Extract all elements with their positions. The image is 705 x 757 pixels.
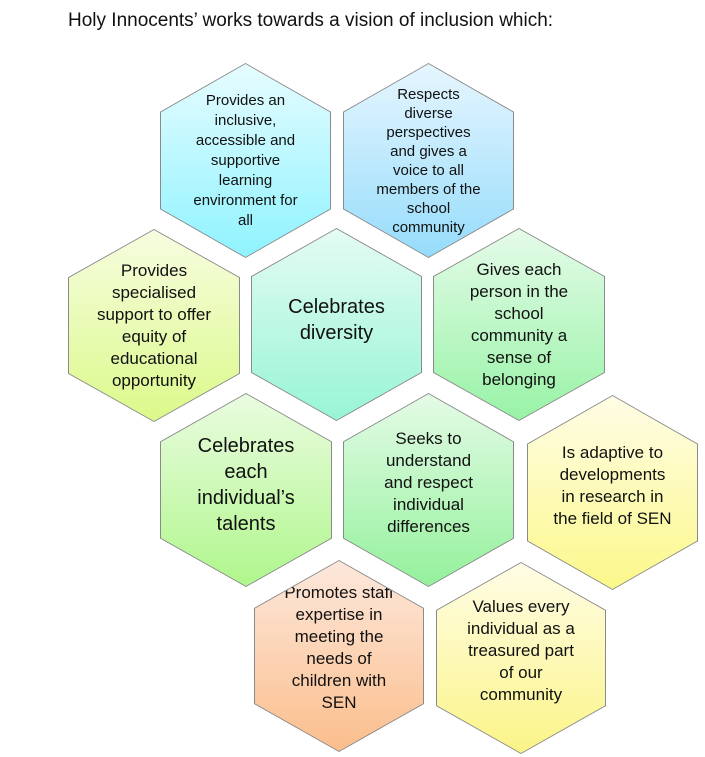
hexagon-text: Is adaptive to developments in research … — [553, 442, 672, 528]
hexagon-celebrates-diversity: Celebrates diversity — [251, 228, 422, 421]
hexagon-text: Celebrates each individual’s talents — [197, 435, 295, 535]
hexagon-text: Provides specialised support to offer eq… — [96, 260, 212, 390]
hexagon-individual-talents: Celebrates each individual’s talents — [160, 393, 332, 587]
hexagon-inclusive-environment: Provides an inclusive, accessible and su… — [160, 63, 331, 258]
hexagon-staff-expertise: Promotes staff expertise in meeting the … — [254, 560, 424, 752]
hexagon-text: Provides an inclusive, accessible and su… — [193, 91, 298, 229]
hexagon-individual-differences: Seeks to understand and respect individu… — [343, 393, 514, 587]
hexagon-text: Values every individual as a treasured p… — [467, 597, 575, 704]
hexagon-adaptive-research: Is adaptive to developments in research … — [527, 395, 698, 590]
hexagon-text: Celebrates diversity — [288, 295, 385, 344]
hexagon-text: Gives each person in the school communit… — [469, 259, 569, 389]
hexagon-specialised-support: Provides specialised support to offer eq… — [68, 229, 240, 422]
hexagon-values-every-individual: Values every individual as a treasured p… — [436, 562, 606, 754]
hexagon-text: Seeks to understand and respect individu… — [384, 429, 473, 536]
hexagon-sense-of-belonging: Gives each person in the school communit… — [433, 228, 605, 421]
hexagon-text: Promotes staff expertise in meeting the … — [284, 583, 394, 712]
diagram-title: Holy Innocents’ works towards a vision o… — [68, 10, 554, 31]
hexagon-diverse-perspectives: Respects diverse perspectives and gives … — [343, 63, 514, 258]
hexagon-text: Respects diverse perspectives and gives … — [376, 85, 481, 236]
